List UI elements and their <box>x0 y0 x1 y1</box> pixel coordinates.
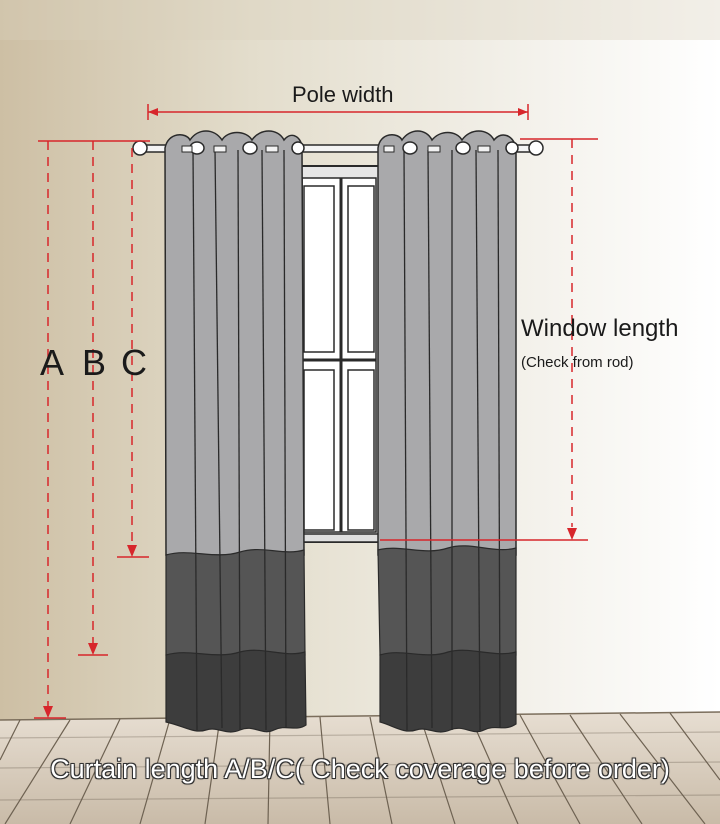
window-length-arrow <box>567 528 577 540</box>
measure-b-arrow <box>88 643 98 655</box>
measure-a-label: A <box>40 342 65 383</box>
pole-width-arrow-left <box>148 108 158 116</box>
curtain-length-caption: Curtain length A/B/C( Check coverage bef… <box>50 754 670 784</box>
window <box>291 165 387 543</box>
rod-finial-left <box>132 140 148 156</box>
measure-b-label: B <box>82 342 107 383</box>
window-length-label: Window length <box>521 315 679 342</box>
curtain-right <box>377 130 519 733</box>
measurement-lines <box>34 104 598 719</box>
pole-width-arrow-right <box>518 108 528 116</box>
baseboard-line <box>0 711 720 721</box>
measure-a-arrow <box>43 706 53 718</box>
measure-c-arrow <box>127 545 137 557</box>
measure-c-label: C <box>121 342 147 383</box>
window-length-note: (Check from rod) <box>521 354 634 371</box>
floor <box>0 712 720 824</box>
curtain-left <box>164 130 307 733</box>
floor-boards <box>0 712 720 824</box>
measurement-arrows <box>43 108 577 718</box>
rod-finial-right <box>528 140 544 156</box>
pole-width-label: Pole width <box>292 82 394 107</box>
wall-shadow <box>0 0 720 40</box>
